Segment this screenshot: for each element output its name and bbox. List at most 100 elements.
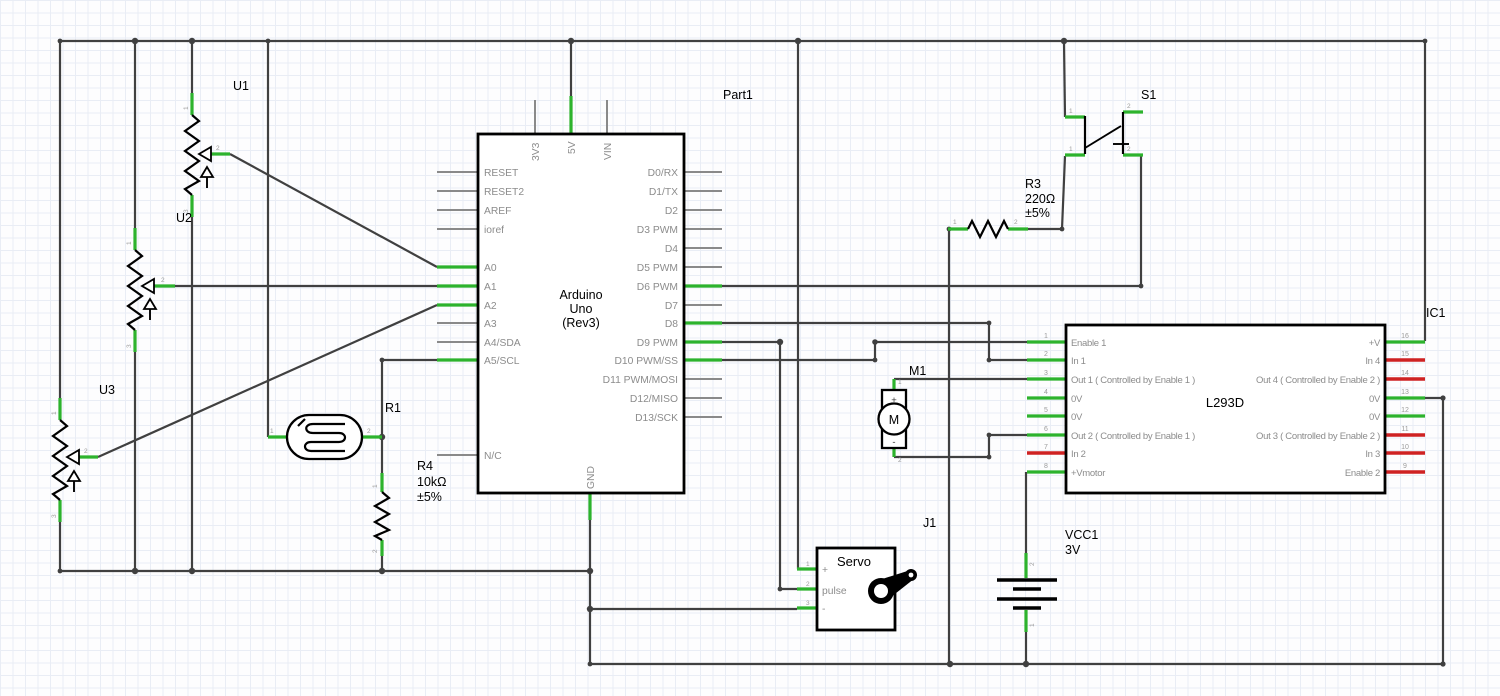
pin-number: 3	[1044, 370, 1048, 377]
pin-number: 1	[898, 379, 902, 386]
component-servo-j1[interactable]: Servo + pulse - 1 2 3 J1	[797, 516, 936, 632]
pin-label: In 4	[1365, 356, 1380, 367]
designator-r4[interactable]: R4	[417, 459, 433, 473]
pin-number: 6	[1044, 426, 1048, 433]
pin-number: 10	[1401, 444, 1409, 451]
resistor-zigzag	[126, 249, 145, 331]
tolerance-r3[interactable]: ±5%	[1025, 206, 1050, 220]
designator-u2[interactable]: U2	[176, 211, 192, 225]
ldr-body	[285, 413, 364, 461]
designator-m1[interactable]: M1	[909, 364, 926, 378]
pin-label: A3	[484, 319, 497, 330]
pin-number: 2	[898, 457, 902, 464]
designator-u1[interactable]: U1	[233, 79, 249, 93]
pin-label: A1	[484, 282, 497, 293]
component-resistor-r3[interactable]: 1 2 R3 220Ω ±5%	[948, 177, 1055, 240]
pin-number: 5	[1044, 407, 1048, 414]
component-potentiometer-u1[interactable]: 1 2 3 U1	[183, 79, 249, 217]
pin-label: N/C	[484, 451, 502, 462]
pin-label: ioref	[484, 225, 504, 236]
pin-label: A0	[484, 263, 497, 274]
pin-number: 1	[51, 411, 58, 415]
component-resistor-r4[interactable]: 1 2 R4 10kΩ ±5%	[372, 459, 447, 556]
component-battery-vcc1[interactable]: 2 1 VCC1 3V	[997, 528, 1098, 632]
resistor-zigzag	[372, 491, 392, 541]
wire-d9-servo-pulse	[722, 340, 797, 591]
motor-plus: +	[891, 395, 897, 406]
pin-label: D7	[665, 301, 678, 312]
pin-label: Enable 2	[1345, 468, 1380, 479]
pin-number: 1	[953, 219, 957, 226]
value-r3[interactable]: 220Ω	[1025, 192, 1055, 206]
pin-number: 3	[806, 600, 810, 607]
pin-label: 5V	[567, 141, 578, 154]
designator-ic1[interactable]: IC1	[1426, 306, 1446, 320]
junction-dots	[57, 37, 1446, 668]
pin-number: 1	[183, 106, 190, 110]
component-photoresistor-r1[interactable]: 1 2 R1	[268, 401, 401, 461]
wire-d6-s1	[722, 156, 1143, 288]
l293d-title: L293D	[1206, 395, 1244, 410]
pin-number: 2	[161, 277, 165, 284]
designator-s1[interactable]: S1	[1141, 88, 1156, 102]
wire-gnd-bottom-rail	[590, 396, 1445, 666]
component-motor-m1[interactable]: M + - 1 2 M1	[877, 364, 927, 464]
wiper-arrow-icon	[140, 277, 155, 295]
pin-number: 2	[216, 145, 220, 152]
trim-arrow-icon	[66, 469, 82, 482]
pin-number: 4	[1044, 389, 1048, 396]
motor-minus: -	[892, 437, 895, 448]
component-arduino-uno[interactable]: RESET RESET2 AREF ioref A0 A1 A2 A3 A4/S…	[437, 96, 722, 520]
tolerance-r4[interactable]: ±5%	[417, 490, 442, 504]
component-potentiometer-u2[interactable]: 1 2 3 U2	[126, 211, 192, 352]
pin-number: 3	[126, 344, 133, 348]
pin-number: 8	[1044, 463, 1048, 470]
pin-number: 15	[1401, 351, 1409, 358]
pin-number: 1	[126, 241, 133, 245]
designator-part1[interactable]: Part1	[723, 88, 753, 102]
arduino-title: Uno	[570, 302, 593, 316]
arduino-body	[476, 132, 686, 495]
pin-number: 2	[1127, 146, 1131, 153]
pin-number: 1	[1069, 108, 1073, 115]
pin-label: GND	[586, 466, 597, 489]
wiper-arrow-icon	[197, 145, 212, 163]
trim-arrow-icon	[199, 165, 215, 178]
servo-horn-icon	[868, 569, 917, 604]
pin-label: Out 2 ( Controlled by Enable 1 )	[1071, 431, 1195, 442]
pin-label: +	[822, 565, 828, 576]
pin-number: 2	[84, 448, 88, 455]
component-switch-s1[interactable]: 1 2 1 2 S1	[1065, 88, 1156, 157]
component-l293d-ic1[interactable]: Enable 1 In 1 Out 1 ( Controlled by Enab…	[1027, 306, 1446, 495]
pin-label: 0V	[1369, 412, 1381, 423]
pin-label: D6 PWM	[637, 282, 678, 293]
designator-vcc1[interactable]: VCC1	[1065, 528, 1098, 542]
component-potentiometer-u3[interactable]: 1 2 3 U3	[51, 383, 115, 522]
wire-a5-r1	[380, 358, 437, 437]
l293d-body	[1064, 323, 1387, 495]
wire-motor-out2	[894, 433, 1027, 459]
designator-u3[interactable]: U3	[99, 383, 115, 397]
value-vcc1[interactable]: 3V	[1065, 543, 1081, 557]
pin-number: 2	[1127, 103, 1131, 110]
trim-arrow-icon	[142, 297, 158, 310]
pin-number: 9	[1403, 463, 1407, 470]
pin-number: 1	[1029, 623, 1036, 627]
designator-j1[interactable]: J1	[923, 516, 936, 530]
wire-s1-feed	[1062, 40, 1067, 118]
pin-label: VIN	[603, 143, 614, 160]
designator-r1[interactable]: R1	[385, 401, 401, 415]
motor-symbol: M	[889, 413, 899, 427]
value-r4[interactable]: 10kΩ	[417, 475, 447, 489]
designator-r3[interactable]: R3	[1025, 177, 1041, 191]
pin-label: D0/RX	[648, 168, 678, 179]
ldr-track-icon	[297, 418, 347, 453]
arduino-title: Arduino	[559, 288, 602, 302]
pin-label: +Vmotor	[1071, 468, 1105, 479]
pin-label: 0V	[1071, 412, 1083, 423]
pin-number: 7	[1044, 444, 1048, 451]
pin-label: A5/SCL	[484, 356, 520, 367]
pin-label: A4/SDA	[484, 338, 521, 349]
wiper-arrow-icon	[65, 448, 80, 466]
